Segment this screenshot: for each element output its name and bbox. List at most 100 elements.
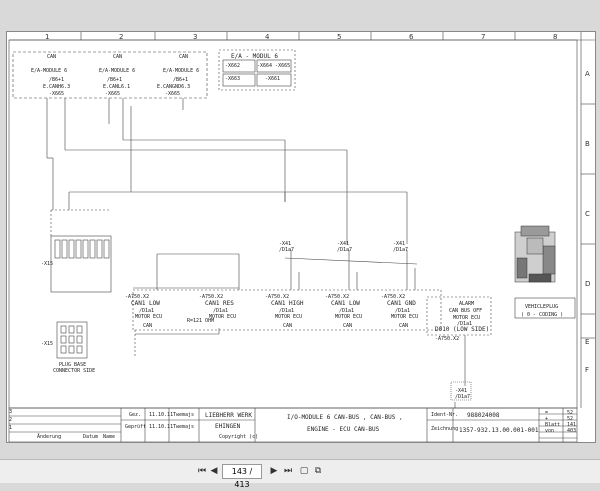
connector-3-sub: /D1a7 — [393, 247, 409, 253]
zoom-icon[interactable]: ⧉ — [314, 466, 322, 476]
tb-right-label-2: Blatt — [545, 422, 561, 428]
column-number-8: 8 — [553, 33, 558, 41]
ecu-pin-5-bus: CAN — [399, 323, 409, 329]
first-page-button[interactable]: ⏮ — [197, 466, 207, 476]
ecu-pin-4-title: CAN1 LOW — [331, 300, 360, 307]
tb-draw-value: 1357-932.13.00.001-001 — [459, 427, 539, 434]
side-plug-ref: -X15 — [41, 261, 54, 267]
plug-base-label-2: CONNECTOR SIDE — [53, 368, 96, 374]
top-box-3-conn: -X665 — [165, 91, 181, 97]
plug-base-pin-1-2 — [76, 335, 83, 344]
tb-copyright: Copyright (c) — [219, 434, 259, 440]
top-box-3-header: CAN — [179, 54, 189, 60]
plug-base-pin-0-2 — [76, 325, 83, 334]
ea-module-cell-1: -X662 — [225, 63, 241, 69]
tb-id-label: Ident-Nr. — [431, 412, 459, 418]
ea-module-cell-4: -X661 — [265, 76, 281, 82]
top-box-2-module: E/A-MODULE 6 — [99, 68, 136, 74]
ecu-pin-3-ref: -A750.X2 — [265, 294, 290, 300]
row-letter-F: F — [585, 366, 590, 374]
tb-right-value-2: 141 — [567, 422, 577, 428]
plug-base-label-1: PLUG BASE — [59, 362, 87, 368]
tb-title-1: I/O-MODULE 6 CAN-BUS , CAN-BUS , — [287, 414, 403, 421]
tb-right-value-1: 52 — [567, 416, 574, 422]
title-block-frame — [8, 407, 578, 442]
drawing-frame — [8, 39, 578, 409]
ecu-pin-3-title: CAN1 HIGH — [271, 300, 304, 307]
bottom-conn-ref: -X41 — [455, 388, 468, 394]
tb-company-2: EHINGEN — [215, 423, 241, 430]
column-number-5: 5 — [337, 33, 342, 41]
plug-base-pin-0-0 — [60, 325, 67, 334]
tb-right-value-3: 403 — [567, 428, 577, 434]
ecu-pin-2-title: CAN1 RES — [205, 300, 234, 307]
resistor-label: R=121 OHM — [187, 318, 215, 324]
ecu-pin-4-ref: -A750.X2 — [325, 294, 350, 300]
fit-page-icon[interactable]: ▢ — [299, 466, 309, 476]
top-box-3-pin: /B6+1 — [173, 77, 189, 83]
plug-base-pin-1-0 — [60, 335, 67, 344]
plug-base-pin-2-1 — [68, 345, 75, 354]
ecu-pin-1-sub: /D1a1 — [139, 308, 155, 314]
ecu-pin-2-ref: -A750.X2 — [199, 294, 224, 300]
ea-module-cell-3: -X663 — [225, 76, 241, 82]
top-box-3-module: E/A-MODULE 6 — [163, 68, 200, 74]
tb-head-change: Änderung — [37, 434, 62, 440]
ecu-pin-1-ref: -A750.X2 — [125, 294, 150, 300]
ea-cell-1 — [222, 59, 256, 73]
tb-rev2-label: Geprüft — [125, 424, 147, 430]
tb-head-name: Name — [103, 434, 116, 440]
top-module-box — [12, 51, 208, 99]
column-number-3: 3 — [193, 33, 198, 41]
tb-title-2: ENGINE - ECU CAN-BUS — [307, 426, 380, 433]
top-box-1-module: E/A-MODULE 6 — [31, 68, 68, 74]
bottom-conn-sub: /D1a7 — [455, 394, 471, 400]
schematic-wires — [8, 32, 595, 442]
alarm-box — [426, 296, 492, 336]
column-number-4: 4 — [265, 33, 270, 41]
plug-base-ref: -X15 — [41, 341, 54, 347]
tb-rev1-date: 11.10.11 — [149, 412, 174, 418]
engine-icon — [514, 225, 556, 283]
next-page-button[interactable]: ▶ — [270, 466, 278, 476]
vehicleplug-box — [514, 297, 576, 319]
column-number-2: 2 — [119, 33, 124, 41]
wire-diag-1 — [284, 257, 418, 265]
row-letter-C: C — [585, 210, 590, 218]
top-box-1-header: CAN — [47, 54, 57, 60]
side-plug-pin-7 — [103, 239, 110, 259]
page-number-input[interactable]: 143 / 413 — [222, 464, 262, 489]
ecu-pin-4-bus: CAN — [343, 323, 353, 329]
top-box-2-pin: /B6+1 — [107, 77, 123, 83]
side-plug-pin-1 — [61, 239, 68, 259]
row-letter-A: A — [585, 70, 590, 78]
tb-right-label-1: + — [545, 416, 549, 422]
side-plug-pin-0 — [54, 239, 61, 259]
connector-1-sub: /D1a7 — [279, 247, 295, 253]
ecu-pin-2-sub: /D1a1 — [213, 308, 229, 314]
ecu-pin-1-desc: MOTOR ECU — [135, 314, 163, 320]
ecu-pin-2-desc: MOTOR ECU — [209, 314, 237, 320]
plug-base-pin-1-1 — [68, 335, 75, 344]
row-letter-D: D — [585, 280, 591, 288]
alarm-ref: -A750.X2 — [435, 336, 460, 342]
top-box-1-signal: E.CANH6.3 — [43, 84, 71, 90]
ecu-pin-5-title: CAN1 GND — [387, 300, 416, 307]
side-plug-pin-2 — [68, 239, 75, 259]
tb-id-value: 988024008 — [467, 412, 500, 419]
plug-base-pin-2-0 — [60, 345, 67, 354]
column-number-6: 6 — [409, 33, 414, 41]
tb-right-label-3: von — [545, 428, 555, 434]
ecu-pin-5-ref: -A750.X2 — [381, 294, 406, 300]
plug-base-pin-0-1 — [68, 325, 75, 334]
tb-rev1-name: Twemajs — [173, 412, 195, 418]
tb-row-3: 3 — [9, 409, 13, 415]
connector-3-ref: -X41 — [393, 241, 406, 247]
prev-page-button[interactable]: ◀ — [210, 466, 218, 476]
last-page-button[interactable]: ⏭ — [283, 466, 293, 476]
tb-company-1: LIEBHERR WERK — [205, 412, 252, 419]
connector-2-ref: -X41 — [337, 241, 350, 247]
tb-row-2: 2 — [9, 417, 13, 423]
ea-module-title: E/A - MODUL 6 — [231, 53, 278, 60]
